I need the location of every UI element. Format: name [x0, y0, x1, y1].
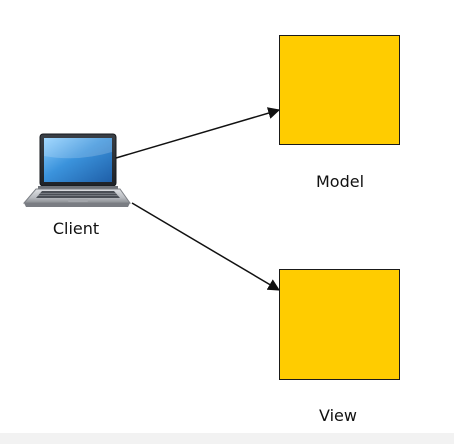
arrow-client-to-model — [115, 107, 281, 159]
laptop-icon[interactable] — [22, 132, 132, 212]
canvas-bottom-band — [0, 433, 454, 444]
client-label: Client — [52, 219, 100, 238]
model-box[interactable] — [279, 35, 400, 145]
view-box[interactable] — [279, 269, 400, 380]
view-label: View — [319, 406, 357, 425]
arrow-client-to-view — [131, 202, 281, 291]
model-label: Model — [315, 172, 365, 191]
